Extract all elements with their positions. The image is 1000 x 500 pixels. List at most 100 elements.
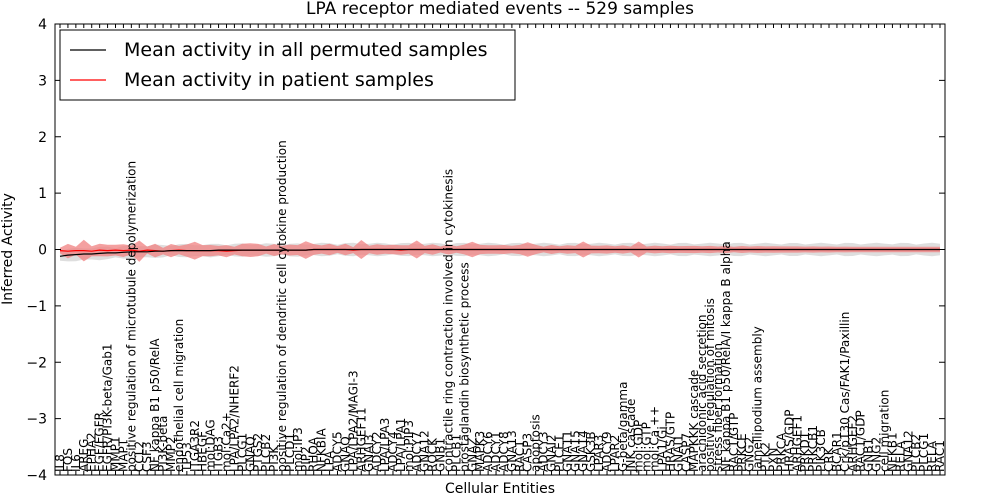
x-tick-label: ARHGEF2 (846, 415, 860, 472)
x-tick-label: MAPK3 (473, 431, 487, 472)
x-tick-label: contractile ring contraction involved in… (441, 169, 455, 472)
y-tick-label: 2 (38, 130, 47, 146)
chart-title: LPA receptor mediated events -- 529 samp… (306, 0, 694, 19)
x-tick-label: ADCY5 (330, 431, 344, 472)
x-tick-label: ADCY8 (497, 431, 511, 472)
x-tick-label: RAC1 (513, 440, 527, 472)
x-tick-label: RAC1/GTP (727, 413, 741, 472)
x-tick-label: LPAR2 (608, 435, 622, 472)
x-tick-label: mol:GTP (640, 422, 654, 472)
x-tick-label: GNB1 (434, 438, 448, 472)
x-tick-label: HRAS/GDP (782, 409, 796, 472)
x-tick-label: FOS (61, 448, 75, 472)
x-tick-label: CASP7 (679, 433, 693, 472)
x-tick-label: PLCB2 (259, 434, 273, 472)
x-tick-label: apoptosis (529, 414, 543, 472)
x-tick-label: GNAQ (338, 436, 352, 472)
x-tick-label: GSK3B (584, 431, 598, 472)
x-tick-label: mol:DAG (204, 419, 218, 472)
x-tick-label: LPA/LPA2/NHERF2 (227, 365, 241, 472)
x-tick-label: PLCB2 (909, 434, 923, 472)
x-tick-label: GNA12 (901, 430, 915, 472)
x-tick-label: ADCY1 (489, 431, 503, 472)
y-tick-label: −4 (26, 468, 47, 484)
x-tick-label: mol:Ca2+ (219, 412, 233, 472)
y-tick-label: 1 (38, 186, 47, 202)
x-tick-label: mol:PIP3 (402, 420, 416, 472)
x-tick-label: AREG (77, 439, 91, 472)
x-tick-label: endothelial cell migration (172, 319, 186, 472)
x-tick-label: MAPT (116, 438, 130, 472)
x-tick-label: HRAS/GTP (663, 412, 677, 472)
legend: Mean activity in all permuted samples Me… (59, 29, 516, 101)
x-tick-label: JNK cascade (624, 399, 638, 473)
x-tick-label: ADCY7 (410, 431, 424, 472)
x-tick-label: arachidonic acid secretion (695, 315, 709, 472)
x-tick-label: GNG2 (743, 437, 757, 472)
patient-band (60, 239, 940, 262)
x-tick-label: MMP2 (164, 436, 178, 472)
x-tick-label: PLCE1 (552, 434, 566, 472)
x-tick-label: ARHGEF11 (354, 407, 368, 472)
y-axis-label: Inferred Activity (0, 193, 16, 305)
x-tick-label: CASP3 (521, 433, 535, 472)
x-tick-label: ITGB3 (212, 436, 226, 472)
x-tick-label: RELA (925, 440, 939, 472)
x-tick-label: IL8 (53, 454, 67, 472)
x-tick-label: RAC1/GDP (854, 410, 868, 472)
x-tick-label: RHOA (307, 436, 321, 472)
x-tick-label: mol:GDP (632, 420, 646, 472)
x-tick-label: ROCK (426, 437, 440, 472)
x-tick-label: prostaglandin biosynthetic process (457, 262, 471, 472)
x-tick-label: PXN (767, 448, 781, 472)
y-tick-label: −3 (26, 412, 47, 428)
x-tick-label: NF kappa B1 p50/RelA (148, 338, 162, 472)
x-tick-label: GNG2 (870, 437, 884, 472)
x-tick-label: GNA14 (576, 430, 590, 472)
x-tick-label: stress fiber formation (711, 343, 725, 472)
x-tick-label: mol:Ca ++ (648, 406, 662, 472)
x-tick-label: CSF3 (140, 441, 154, 472)
x-tick-label: PTK2 (759, 442, 773, 472)
x-tick-label: positive regulation of microtubule depol… (124, 161, 138, 472)
y-tick-label: 0 (38, 243, 47, 259)
x-tick-label: PRKD1 (798, 432, 812, 472)
x-tick-label: HBEGF (196, 431, 210, 472)
x-tick-label: ADCY9 (600, 431, 614, 472)
x-tick-label: GNA15 (568, 430, 582, 472)
x-tick-label: PI3K-beta (156, 416, 170, 472)
x-tick-label: CRK (822, 446, 836, 472)
series-line-permuted (59, 248, 940, 257)
x-tick-label: GNA13 (505, 430, 519, 472)
x-tick-label: GNA11 (560, 430, 574, 472)
x-tick-label: PIP2 (299, 446, 313, 472)
x-tick-label: ADCY4 (386, 431, 400, 472)
x-tick-label: GNAQ (243, 436, 257, 472)
x-tick-label: EPHA2 (85, 432, 99, 472)
x-tick-label: NFKBIA (315, 427, 329, 472)
x-tick-label: GNAZ (465, 437, 479, 472)
legend-label-patient: Mean activity in patient samples (124, 69, 434, 91)
series-lines (59, 248, 940, 257)
x-tick-label: PLCG1 (917, 433, 931, 472)
x-tick-label: PLCG1 (235, 433, 249, 472)
x-tick-label: IL6 (69, 454, 83, 472)
x-tick-label: PI3K (267, 445, 281, 472)
legend-box (59, 29, 516, 101)
x-tick-label: EGF/EGFR (93, 412, 107, 472)
x-tick-label: LPA1/Gi (656, 426, 670, 472)
x-tick-label: CCL2 (132, 441, 146, 472)
x-tick-label: NF kappa B1 p50/RelA/I kappa B alpha (719, 241, 733, 472)
x-tick-label: LPAR3 (592, 435, 606, 472)
x-tick-label: PIK3CB (814, 429, 828, 472)
x-tick-label: PLCB1 (449, 434, 463, 472)
x-tick-label: LPA/LPA3 (378, 418, 392, 472)
x-tick-label: EGFR/PI3K-beta/Gab1 (101, 343, 115, 472)
x-tick-label: NFKB1 (885, 432, 899, 472)
x-tick-label: GNB1 (862, 438, 876, 472)
x-tick-label: MAPKKK cascade (687, 370, 701, 472)
x-tick-label: GNAI1 (671, 434, 685, 472)
x-tick-label: BCAR1 (830, 431, 844, 472)
